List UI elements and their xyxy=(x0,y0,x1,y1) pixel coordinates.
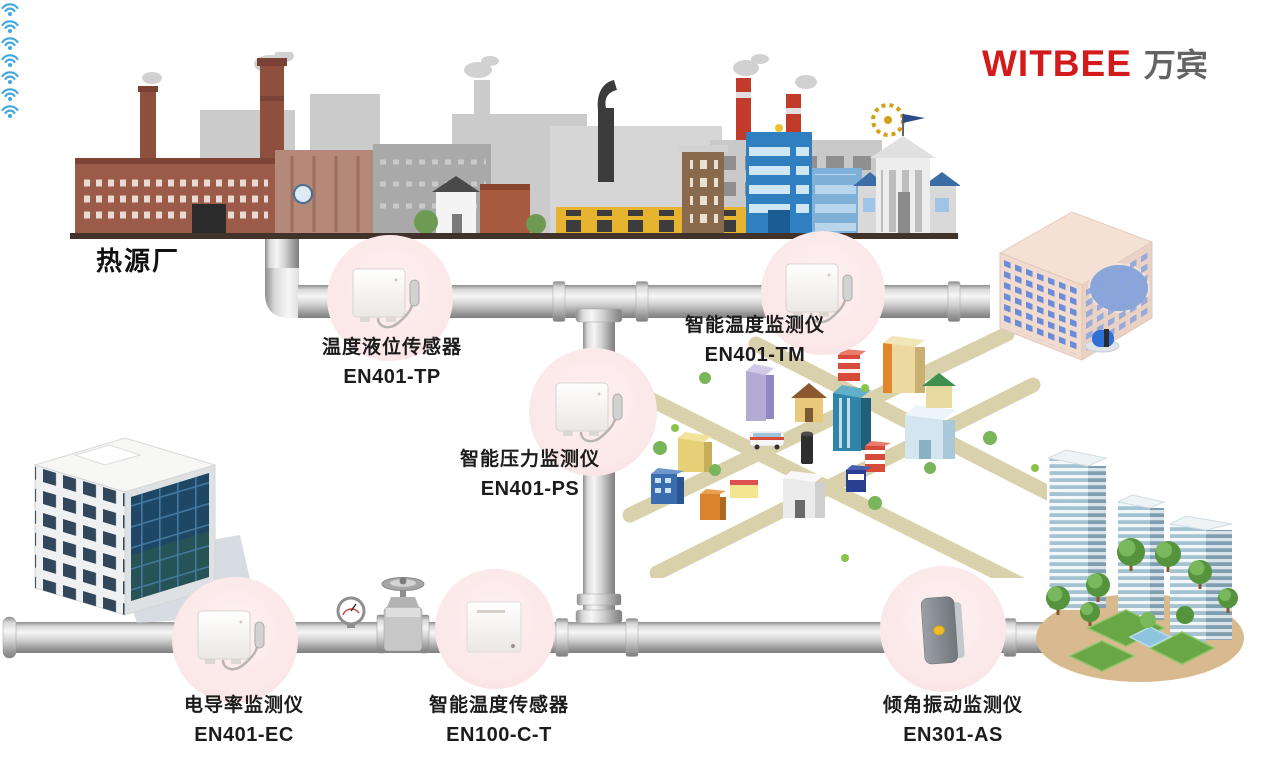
sensor-label-3: 智能压力监测仪 EN401-PS xyxy=(418,448,642,502)
device-conductivity-monitor xyxy=(197,610,265,671)
sensor-label-6: 倾角振动监测仪 EN301-AS xyxy=(841,694,1065,748)
device-tilt-vibration-monitor xyxy=(920,596,965,665)
map-buildings xyxy=(651,336,956,520)
wifi-icon xyxy=(1,88,19,101)
valve-illustration xyxy=(376,577,430,654)
sensor-name: 倾角振动监测仪 xyxy=(882,695,1023,716)
sensor-label-2: 智能温度监测仪 EN401-TM xyxy=(643,314,867,368)
wifi-icon xyxy=(1,37,19,50)
heat-source-label: 热源厂 xyxy=(96,246,181,276)
sensor-model: EN401-TP xyxy=(343,365,441,388)
lawns xyxy=(1068,609,1216,672)
wifi-icon xyxy=(1,71,19,84)
residential-towers-illustration xyxy=(1036,449,1244,682)
office-building-topright-illustration xyxy=(998,211,1154,361)
brand-logo: WITBEE 万宾 xyxy=(982,40,1262,86)
device-temp-monitor xyxy=(785,263,853,324)
map-pillar xyxy=(801,431,813,464)
device-smart-temp-sensor xyxy=(466,601,522,653)
wifi-icon xyxy=(1,3,19,16)
map-bus xyxy=(749,431,785,450)
wifi-icon xyxy=(1,20,19,33)
map-trees xyxy=(653,372,1039,562)
sensor-name: 温度液位传感器 xyxy=(321,337,462,358)
office-building-left-illustration xyxy=(33,437,258,623)
brand-wordmark-cn: 万宾 xyxy=(1143,47,1208,83)
wifi-icon xyxy=(1,105,19,118)
device-temp-level-sensor xyxy=(352,268,420,329)
sensor-label-4: 电导率监测仪 EN401-EC xyxy=(132,694,356,748)
sensor-model: EN301-AS xyxy=(903,723,1003,746)
sensor-label-5: 智能温度传感器 EN100-C-T xyxy=(387,694,611,748)
sensor-model: EN401-EC xyxy=(194,723,294,746)
tower-1 xyxy=(1046,449,1108,610)
pressure-gauge-illustration xyxy=(336,596,366,628)
device-pressure-monitor xyxy=(555,382,623,443)
trees xyxy=(1046,538,1238,628)
sensor-label-1: 温度液位传感器 EN401-TP xyxy=(280,336,504,390)
city-map-illustration xyxy=(619,328,1073,578)
wifi-icon xyxy=(1,54,19,67)
sensor-model: EN401-TM xyxy=(704,343,806,366)
sensor-name: 电导率监测仪 xyxy=(183,695,304,716)
factory-skyline-illustration xyxy=(70,52,960,239)
sensor-name: 智能温度传感器 xyxy=(428,695,569,716)
sensor-name: 智能压力监测仪 xyxy=(459,449,600,470)
brand-wordmark: WITBEE xyxy=(982,43,1132,84)
sensor-name: 智能温度监测仪 xyxy=(684,315,825,336)
pipe-tee-bottom xyxy=(575,609,623,624)
sensor-model: EN401-PS xyxy=(480,477,580,500)
pipe-end-cap xyxy=(2,616,17,659)
sensor-model: EN100-C-T xyxy=(446,723,552,746)
pipe-tee-top xyxy=(575,308,623,323)
skyline-baseline xyxy=(70,233,958,239)
